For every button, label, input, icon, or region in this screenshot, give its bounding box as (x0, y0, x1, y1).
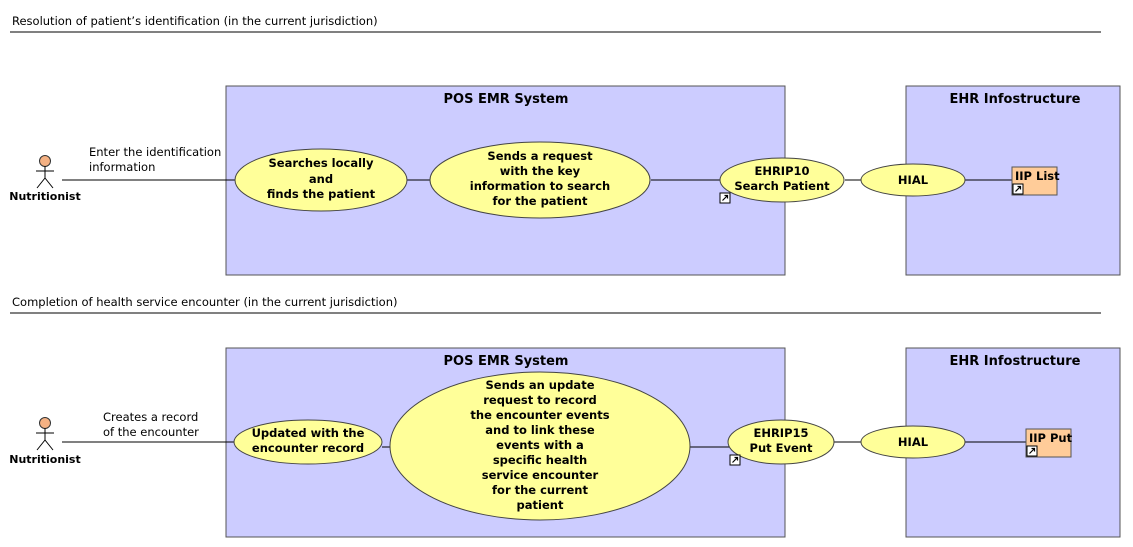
ehr-infostructure-title: EHR Infostructure (950, 92, 1081, 107)
use-case-text: encounter record (252, 441, 364, 455)
use-case-text: information to search (470, 179, 610, 193)
use-case-text: finds the patient (267, 187, 376, 201)
section-patient-identification: Resolution of patient’s identification (… (9, 14, 1121, 276)
artifact-text: IIP List (1015, 169, 1060, 183)
association-label-line: of the encounter (103, 425, 199, 439)
use-case-text: Sends a request (487, 149, 593, 163)
use-case-send-search-request (429, 141, 651, 219)
use-case-text: the encounter events (470, 408, 609, 422)
artifact-text: IIP Put (1029, 431, 1073, 445)
actor-head (39, 155, 51, 167)
link-shortcut-icon[interactable] (1026, 445, 1038, 457)
actor-leg (36, 177, 46, 189)
use-case-update-encounter (233, 419, 383, 465)
pos-emr-system-title: POS EMR System (444, 354, 569, 369)
association-label-line: information (89, 160, 155, 174)
use-case-ehrip10 (719, 157, 845, 203)
use-case-text: patient (517, 498, 564, 512)
section-title: Resolution of patient’s identification (… (12, 14, 378, 28)
link-shortcut-icon[interactable] (719, 192, 731, 204)
use-case-text: Searches locally (269, 156, 374, 170)
link-shortcut-icon[interactable] (1012, 183, 1024, 195)
use-case-text: Updated with the (252, 426, 365, 440)
section-health-service-encounter: Completion of health service encounter (… (9, 295, 1121, 538)
pos-emr-system-title: POS EMR System (444, 92, 569, 107)
use-case-text: request to record (483, 393, 597, 407)
use-case-text: EHRIP10 (754, 164, 809, 178)
use-case-hial (860, 163, 966, 197)
association-label-line: Enter the identification (89, 145, 221, 159)
use-case-text: for the patient (493, 194, 588, 208)
use-case-text: service encounter (482, 468, 599, 482)
actor-nutritionist: Nutritionist (9, 155, 81, 203)
use-case-text: for the current (492, 483, 588, 497)
link-shortcut-icon[interactable] (729, 454, 741, 466)
use-case-search-locally (234, 148, 408, 212)
use-case-text: HIAL (898, 173, 929, 187)
use-case-text: Search Patient (734, 179, 830, 193)
use-case-text: and (309, 172, 333, 186)
use-case-text: specific health (493, 453, 587, 467)
use-case-text: with the key (500, 164, 581, 178)
actor-leg (36, 439, 46, 451)
use-case-ehrip15 (727, 419, 835, 465)
use-case-text: EHRIP15 (753, 426, 808, 440)
actor-nutritionist: Nutritionist (9, 417, 81, 466)
actor-leg (44, 177, 54, 189)
actor-head (39, 417, 51, 429)
use-case-send-update-request (389, 371, 691, 521)
use-case-text: Put Event (750, 441, 813, 455)
use-case-text: events with a (496, 438, 584, 452)
use-case-hial (860, 425, 966, 459)
use-case-text: Sends an update (485, 378, 594, 392)
section-title: Completion of health service encounter (… (12, 295, 397, 309)
actor-name: Nutritionist (9, 190, 80, 203)
actor-name: Nutritionist (9, 453, 80, 466)
use-case-text: HIAL (898, 435, 929, 449)
ehr-infostructure-title: EHR Infostructure (950, 354, 1081, 369)
actor-leg (44, 439, 54, 451)
association-label-line: Creates a record (103, 410, 198, 424)
use-case-text: and to link these (485, 423, 595, 437)
